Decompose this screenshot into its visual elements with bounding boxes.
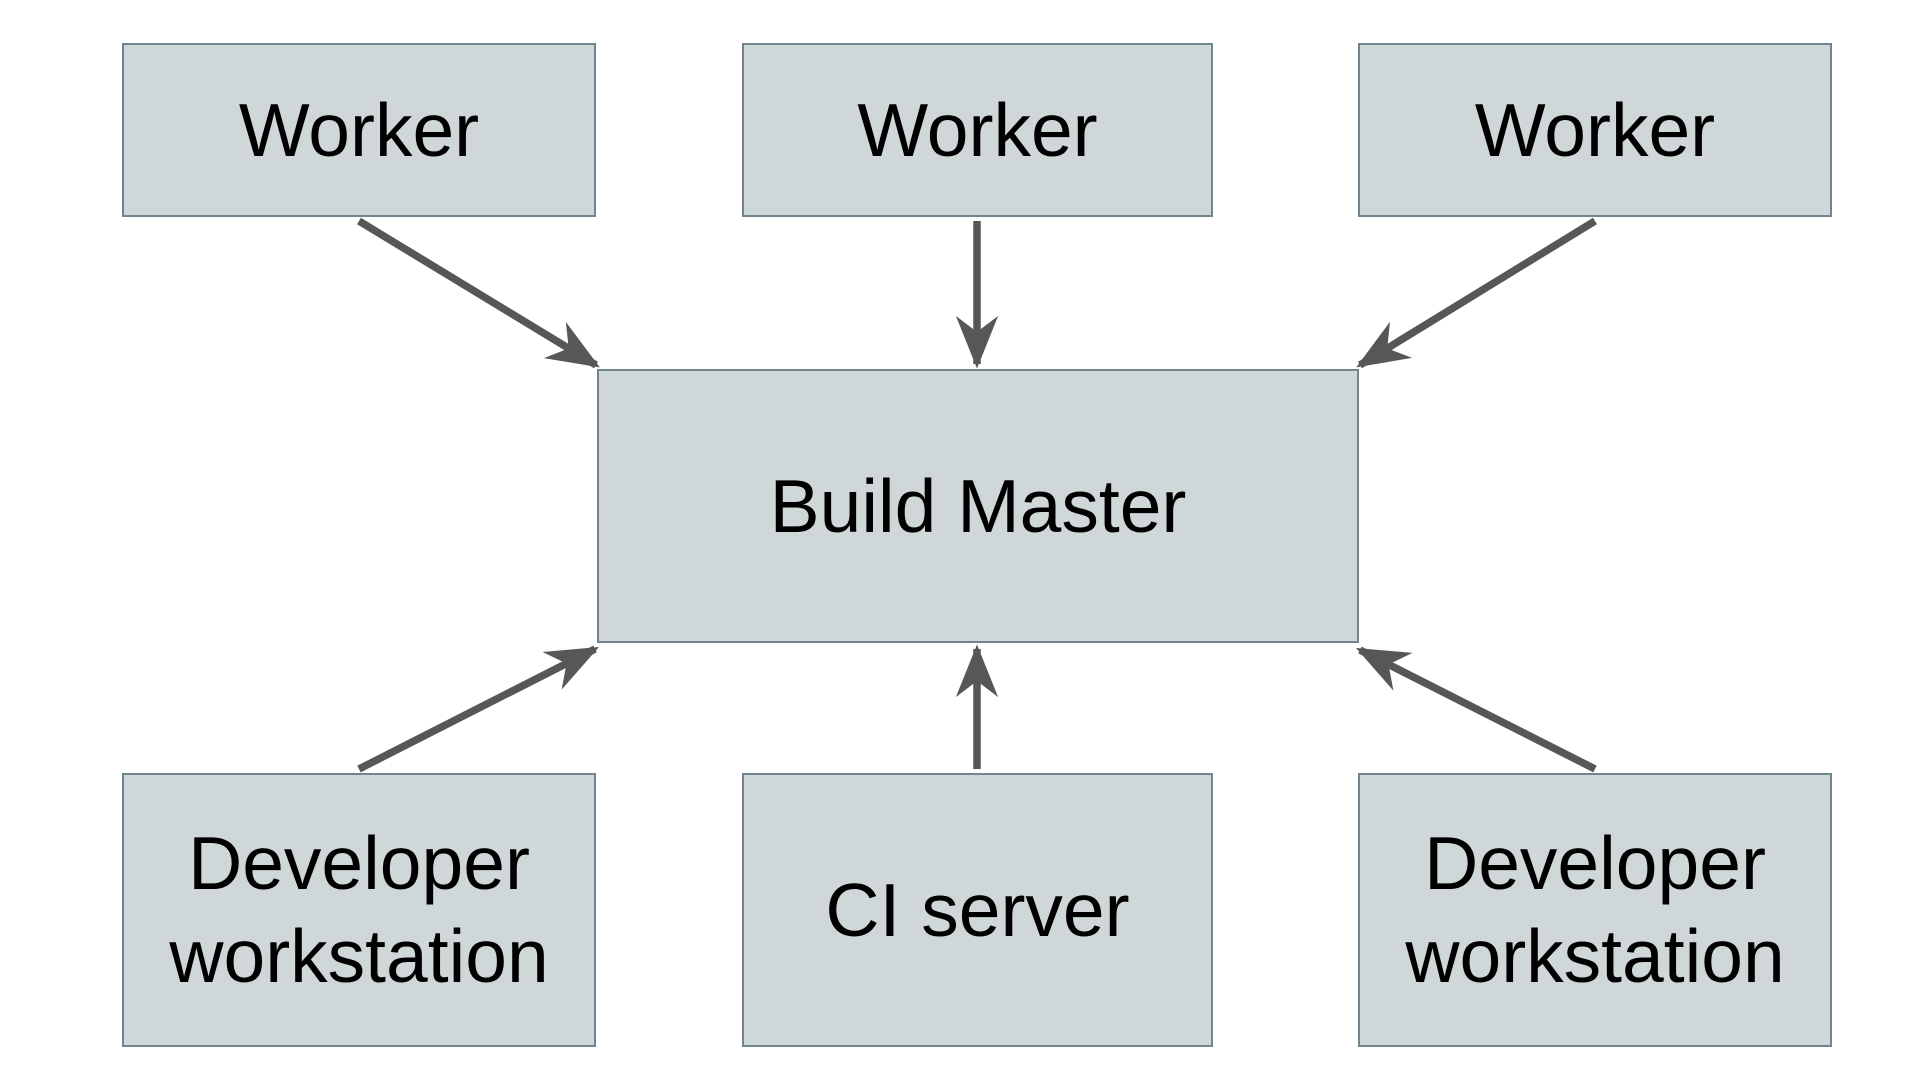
node-ci-server: CI server [742, 773, 1213, 1047]
arrow-worker-3-to-build-master [1356, 217, 1597, 369]
node-build-master: Build Master [597, 369, 1359, 643]
node-developer-workstation-2: Developer workstation [1358, 773, 1832, 1047]
node-worker-3: Worker [1358, 43, 1832, 217]
node-developer-workstation-1: Developer workstation [122, 773, 596, 1047]
node-developer-workstation-1-label: Developer workstation [169, 821, 549, 998]
arrow-developer-workstation-2-to-build-master [1355, 646, 1597, 773]
node-worker-2: Worker [742, 43, 1213, 217]
arrow-worker-1-to-build-master [357, 217, 600, 369]
node-developer-workstation-2-label: Developer workstation [1405, 821, 1785, 998]
node-worker-2-label: Worker [857, 87, 1098, 172]
node-build-master-label: Build Master [769, 463, 1187, 548]
node-ci-server-label: CI server [825, 867, 1130, 952]
node-worker-1-label: Worker [238, 87, 480, 172]
arrow-developer-workstation-1-to-build-master [357, 645, 600, 773]
node-worker-1: Worker [122, 43, 596, 217]
node-worker-3-label: Worker [1474, 87, 1716, 172]
